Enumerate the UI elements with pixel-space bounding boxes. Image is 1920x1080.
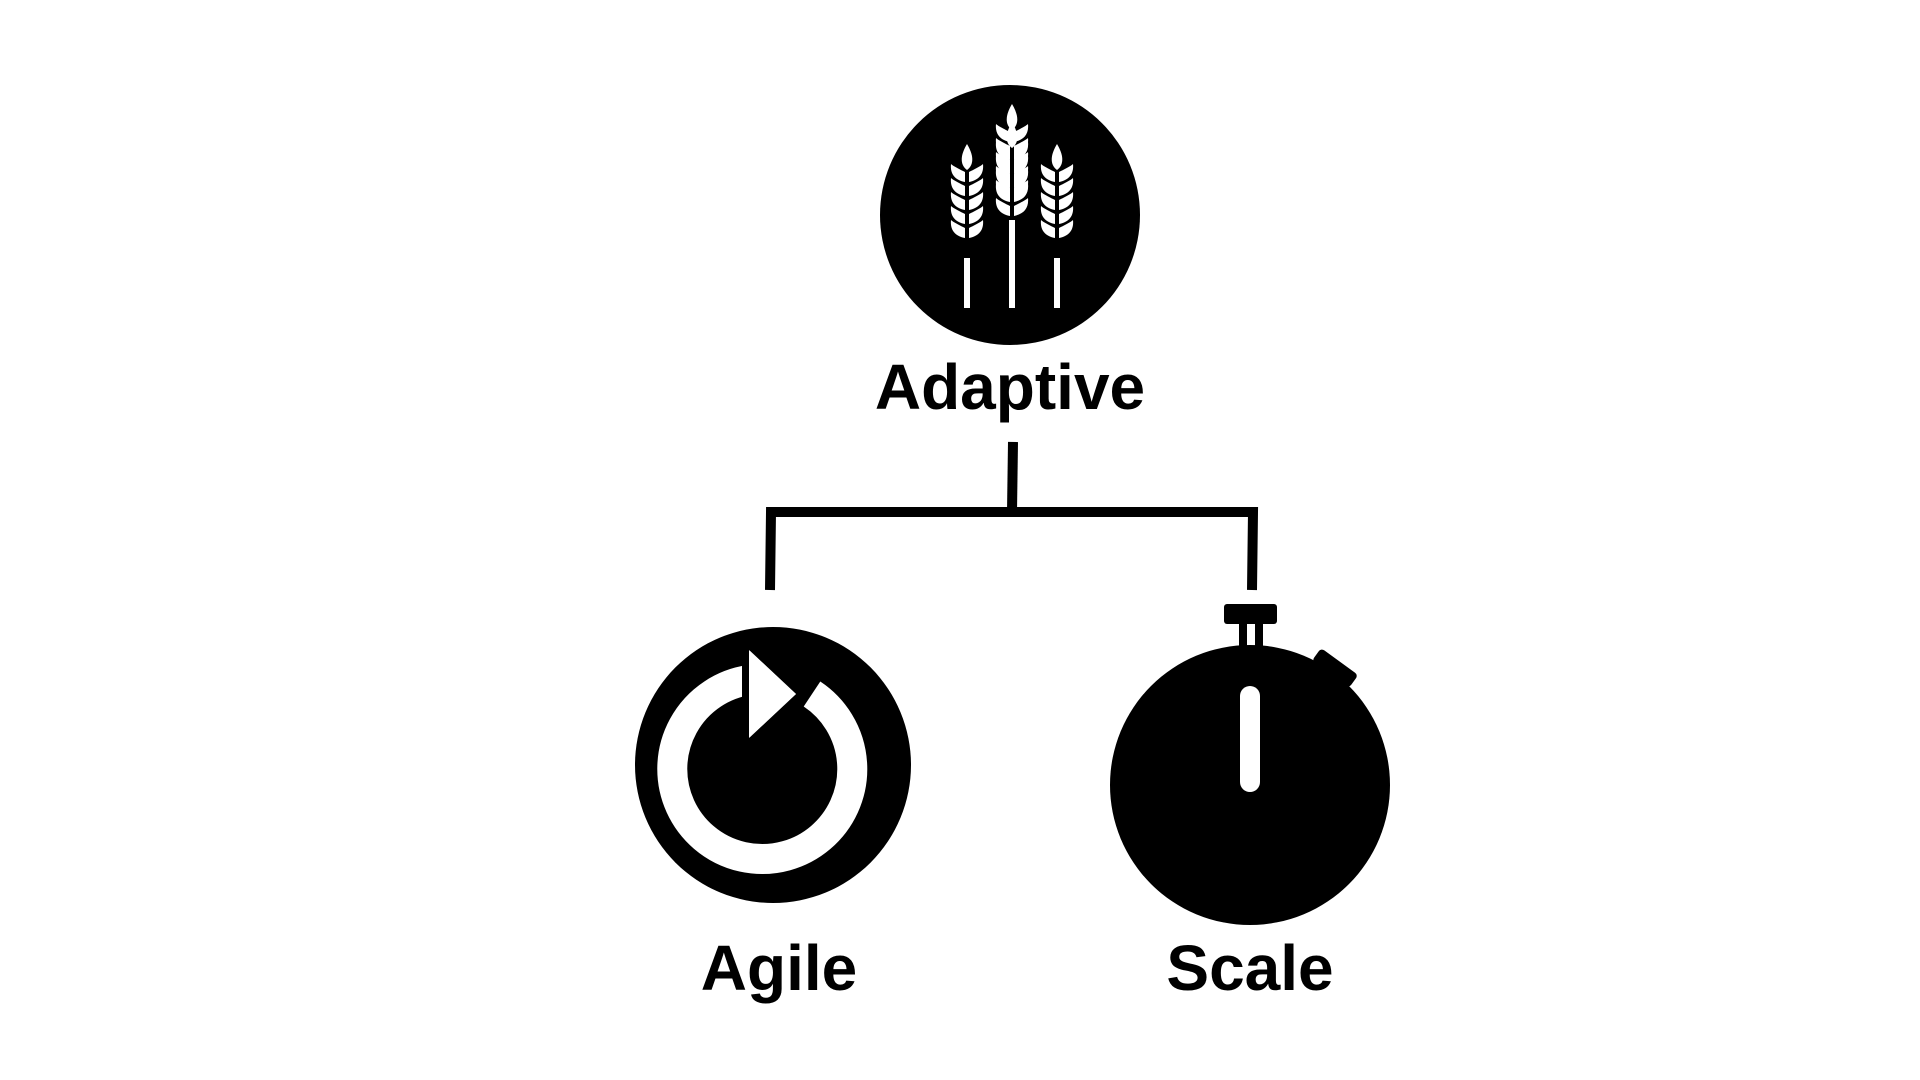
child-node-scale: Scale — [1110, 604, 1390, 1004]
connector-horizontal — [765, 507, 1259, 591]
root-node: Adaptive — [875, 85, 1145, 423]
connector-lines — [765, 441, 1259, 591]
stopwatch-icon — [1110, 604, 1390, 925]
connector-root-stem — [1007, 441, 1018, 513]
scale-label: Scale — [1166, 932, 1333, 1004]
agile-label: Agile — [701, 932, 857, 1004]
wheat-icon — [950, 104, 1074, 308]
child-node-agile: Agile — [635, 627, 911, 1004]
refresh-cycle-icon — [657, 640, 868, 874]
root-label: Adaptive — [875, 351, 1145, 423]
